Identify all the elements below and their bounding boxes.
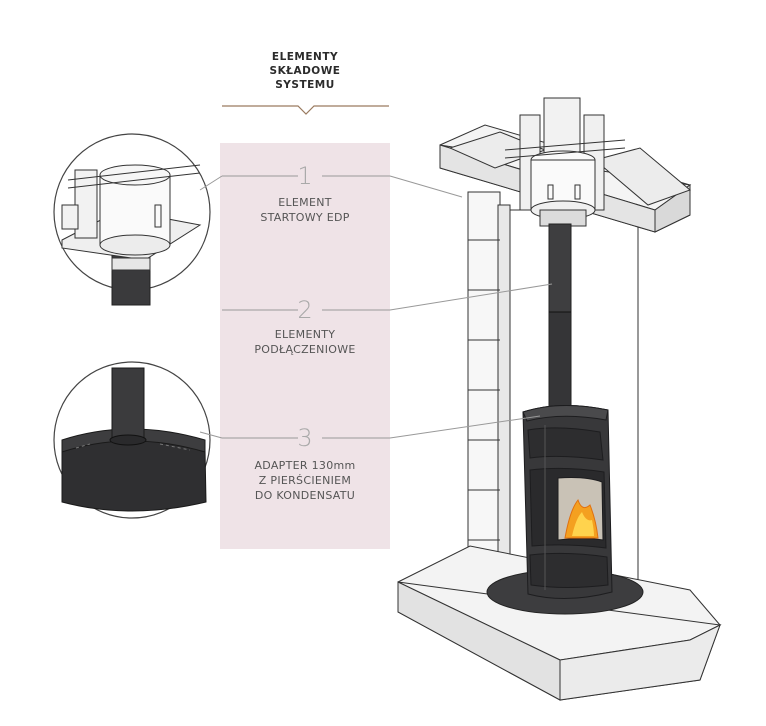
ceiling-slab [439, 124, 692, 233]
legend-panel [220, 143, 390, 549]
zoom-detail-edp [53, 133, 211, 306]
item-2-line-1: ELEMENTY [274, 328, 336, 341]
item-3-line-3: DO KONDENSATU [254, 489, 356, 502]
item-1-number: 1 [297, 162, 313, 190]
item-3-label: ADAPTER 130mm Z PIERŚCIENIEM DO KONDENSA… [220, 458, 390, 503]
item-1-label: ELEMENT STARTOWY EDP [220, 195, 390, 225]
title-line-1: ELEMENTY [271, 51, 339, 63]
upper-flue [543, 97, 581, 159]
chimney-wall [467, 191, 639, 585]
item-3-line-2: Z PIERŚCIENIEM [258, 474, 352, 487]
connecting-pipes [548, 223, 572, 408]
diagram-title: ELEMENTY SKŁADOWE SYSTEMU [200, 50, 410, 92]
item-2-line-2: PODŁĄCZENIOWE [254, 343, 356, 356]
edp-starter-element [504, 114, 626, 227]
title-divider [222, 105, 389, 115]
stove [522, 405, 613, 599]
item-2-label: ELEMENTY PODŁĄCZENIOWE [220, 327, 390, 357]
zoom-detail-adapter [53, 361, 211, 519]
item-1-line-2: STARTOWY EDP [260, 211, 350, 224]
item-2-number: 2 [297, 296, 313, 324]
item-1-line-1: ELEMENT [278, 196, 332, 209]
title-line-3: SYSTEMU [275, 79, 335, 91]
title-line-2: SKŁADOWE [269, 65, 341, 77]
floor-plate [397, 545, 722, 701]
item-3-number: 3 [297, 424, 313, 452]
item-3-line-1: ADAPTER 130mm [254, 459, 356, 472]
